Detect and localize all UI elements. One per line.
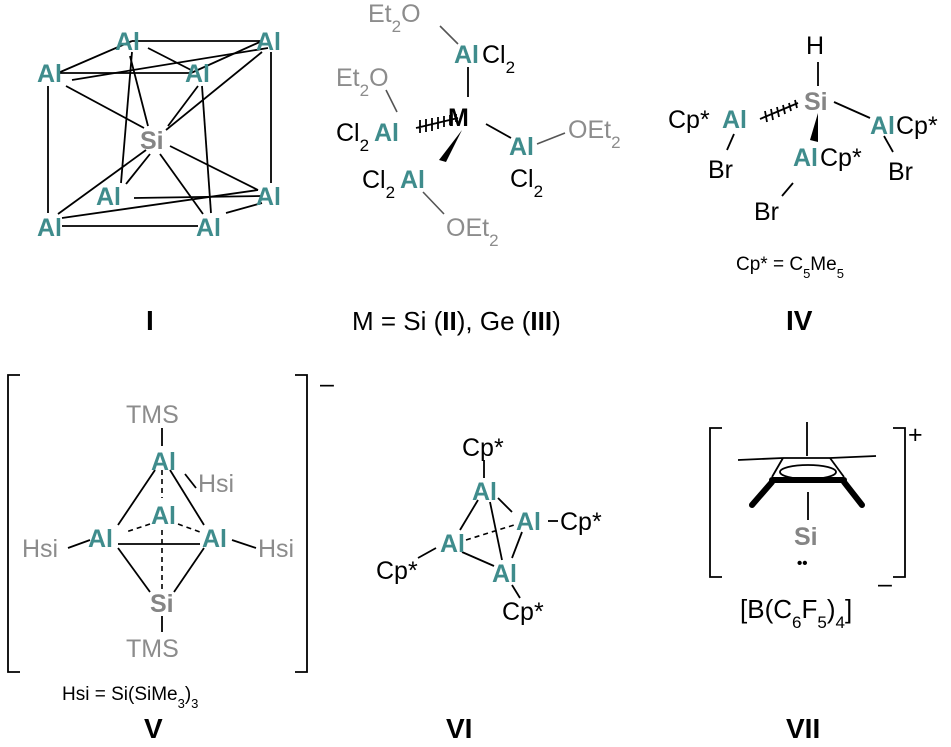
cp-star-ligand: Cp* (820, 144, 862, 172)
al-atom: Al (88, 525, 113, 553)
caption-V: V (144, 713, 163, 744)
al-atom: Al (472, 478, 497, 506)
caption-II-III: M = Si (II), Ge (III) (352, 306, 561, 336)
tms-ligand: TMS (126, 635, 179, 663)
br-atom: Br (708, 156, 733, 184)
structure-IV: H Si Cp* Al Br Al Cp* Br Al Cp* Br Cp* =… (668, 32, 938, 336)
cl2-label: Cl2 (482, 41, 515, 77)
caption-IV: IV (786, 305, 813, 336)
cp-star-ligand: Cp* (668, 106, 710, 134)
structure-I: Al Al Al Al Al Al Al Al Si I (37, 28, 281, 336)
et2o-ligand: Et2O (368, 0, 421, 36)
oet2-ligand: OEt2 (568, 116, 621, 152)
cp-star-ligand: Cp* (896, 112, 938, 140)
al-atom: Al (870, 112, 895, 140)
al-atom: Al (492, 560, 517, 588)
hsi-ligand: Hsi (22, 535, 58, 563)
structure-V: – TMS Al Hsi Al Al Al Hsi Hsi Si TMS (7, 370, 334, 744)
cp-star-definition: Cp* = C5Me5 (736, 254, 844, 281)
si-atom: Si (150, 590, 174, 618)
hsi-ligand: Hsi (258, 535, 294, 563)
charge-minus: – (320, 370, 334, 398)
al-atom: Al (151, 502, 176, 530)
al-atom: Al (516, 508, 541, 536)
al-atom: Al (196, 214, 221, 242)
m-central-atom: M (448, 104, 469, 132)
br-atom: Br (754, 198, 779, 226)
cl2-label: Cl2 (362, 166, 395, 202)
charge-plus: + (908, 421, 923, 449)
al-atom: Al (509, 133, 534, 161)
oet2-ligand: OEt2 (446, 214, 499, 250)
cube-aluminum-atoms: Al Al Al Al Al Al Al Al (37, 28, 281, 242)
al-atom: Al (37, 60, 62, 88)
cp-star-ligand: Cp* (502, 598, 544, 626)
caption-VII: VII (786, 713, 820, 744)
al-atom: Al (202, 525, 227, 553)
si-atom: Si (804, 88, 828, 116)
al-atom: Al (37, 214, 62, 242)
cp-star-ligand: Cp* (376, 557, 418, 585)
al-atom: Al (96, 183, 121, 211)
al-atom: Al (793, 144, 818, 172)
hsi-definition: Hsi = Si(SiMe3)3 (62, 684, 198, 711)
tms-ligand: TMS (126, 401, 179, 429)
cp-star-ligand: Cp* (560, 508, 602, 536)
structure-VI: Cp* Al Al Cp* Al Cp* Al Cp* VI (376, 434, 602, 744)
counterion-charge: – (878, 570, 892, 598)
al-atom: Al (115, 28, 140, 56)
br-atom: Br (888, 158, 913, 186)
cp-star-ligand: Cp* (462, 434, 504, 462)
cl2-label: Cl2 (336, 119, 369, 155)
hsi-ligand: Hsi (198, 470, 234, 498)
et2o-ligand: Et2O (336, 64, 389, 100)
al-atom: Al (185, 60, 210, 88)
h-atom: H (806, 32, 824, 60)
si-atom: Si (794, 523, 818, 551)
lone-pair: •• (797, 555, 808, 572)
al-atom: Al (400, 166, 425, 194)
caption-VI: VI (446, 713, 472, 744)
al-atom: Al (151, 448, 176, 476)
al-atom: Al (256, 183, 281, 211)
si-atom: Si (140, 127, 164, 155)
al-atom: Al (454, 41, 479, 69)
cl2-label: Cl2 (510, 165, 543, 201)
structure-II-III: M Al Cl2 Et2O Cl2 Al Et2O Al OEt2 Cl2 Cl… (336, 0, 621, 336)
al-atom: Al (374, 119, 399, 147)
al-atom: Al (440, 530, 465, 558)
caption-I: I (146, 305, 154, 336)
structure-VII: + Si •• [B(C6F5)4] – VII (709, 421, 923, 744)
al-atom: Al (722, 106, 747, 134)
al-atom: Al (256, 28, 281, 56)
counterion: [B(C6F5)4] (740, 594, 852, 632)
